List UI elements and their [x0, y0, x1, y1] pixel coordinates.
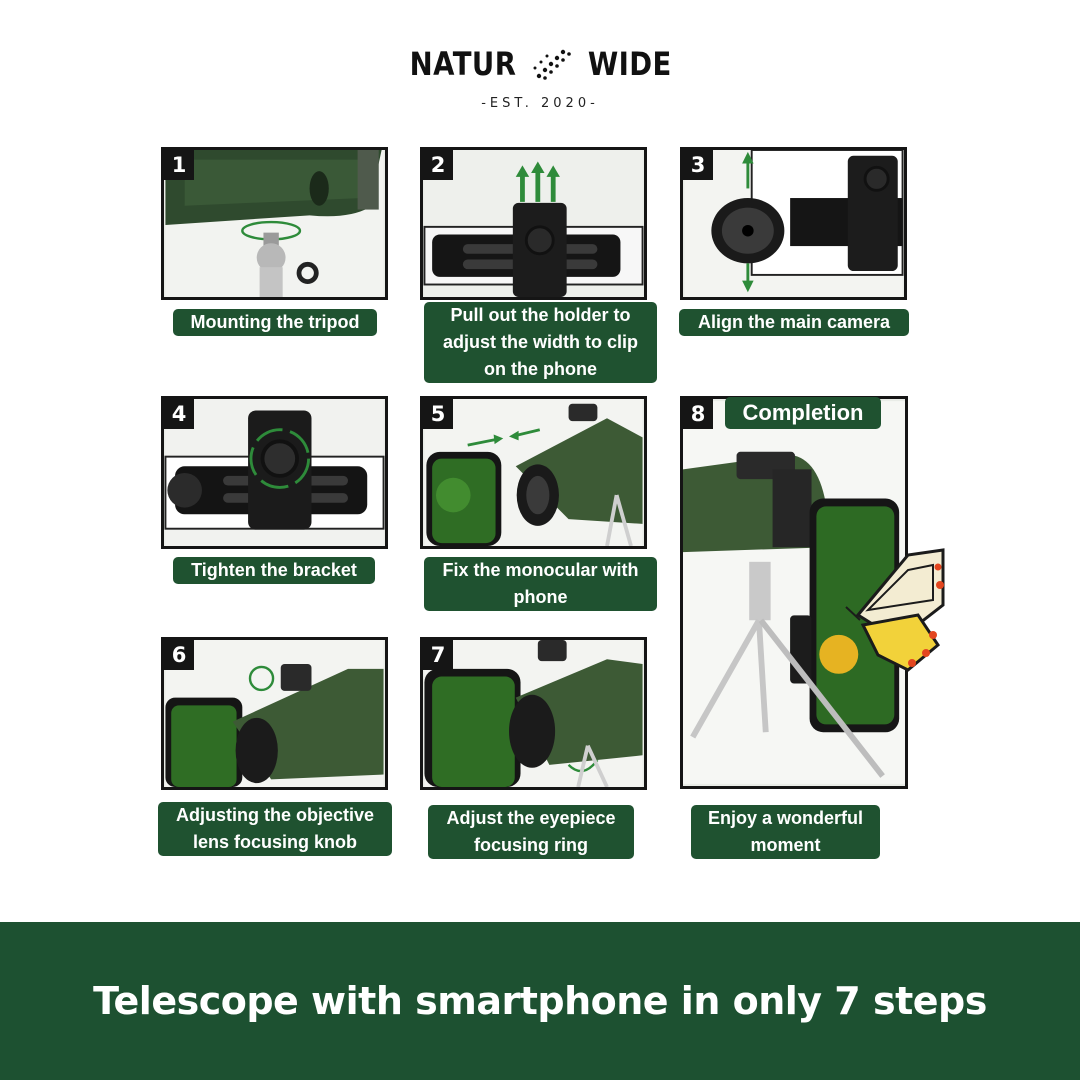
- step-8-heading: Completion: [725, 397, 881, 429]
- step-number: 8: [683, 399, 713, 429]
- step-6-caption: Adjusting the objective lens focusing kn…: [158, 802, 392, 856]
- logo-left-word: NATUR: [409, 45, 517, 83]
- step-2-image: 2: [420, 147, 647, 300]
- align-camera-illustration: [684, 150, 904, 297]
- step-number: 6: [164, 640, 194, 670]
- tripod-mount-illustration: [165, 150, 384, 297]
- step-number: 2: [423, 150, 453, 180]
- step-8-image: 8: [680, 396, 908, 789]
- step-5-caption: Fix the monocular with phone: [424, 557, 657, 611]
- dotted-slash-icon: [533, 49, 571, 80]
- step-4-image: 4: [161, 396, 388, 549]
- logo-established: -EST. 2020-: [481, 96, 599, 111]
- step-3-image: 3: [680, 147, 907, 300]
- tighten-bracket-illustration: [164, 399, 385, 546]
- step-number: 4: [164, 399, 194, 429]
- step-7-image: 7: [420, 637, 647, 790]
- step-7-caption: Adjust the eyepiece focusing ring: [428, 805, 634, 859]
- step-3-caption: Align the main camera: [679, 309, 909, 336]
- step-number: 3: [683, 150, 713, 180]
- step-number: 7: [423, 640, 453, 670]
- step-6-image: 6: [161, 637, 388, 790]
- phone-holder-illustration: [423, 150, 644, 297]
- step-number: 1: [164, 150, 194, 180]
- logo-row: NATUR WIDE: [0, 44, 1080, 84]
- eyepiece-focus-illustration: [424, 640, 643, 787]
- step-8-caption: Enjoy a wonderful moment: [691, 805, 880, 859]
- completion-illustration: [683, 401, 905, 784]
- footer-title: Telescope with smartphone in only 7 step…: [93, 979, 987, 1023]
- objective-focus-illustration: [165, 640, 384, 787]
- footer-band: Telescope with smartphone in only 7 step…: [0, 922, 1080, 1080]
- fix-monocular-illustration: [424, 399, 643, 546]
- step-1-caption: Mounting the tripod: [173, 309, 377, 336]
- butterfly-image: [845, 548, 945, 672]
- logo-right-word: WIDE: [588, 45, 672, 83]
- step-5-image: 5: [420, 396, 647, 549]
- brand-logo: NATUR WIDE -EST. 2020-: [0, 44, 1080, 111]
- step-number: 5: [423, 399, 453, 429]
- step-2-caption: Pull out the holder to adjust the width …: [424, 302, 657, 383]
- step-1-image: 1: [161, 147, 388, 300]
- step-4-caption: Tighten the bracket: [173, 557, 375, 584]
